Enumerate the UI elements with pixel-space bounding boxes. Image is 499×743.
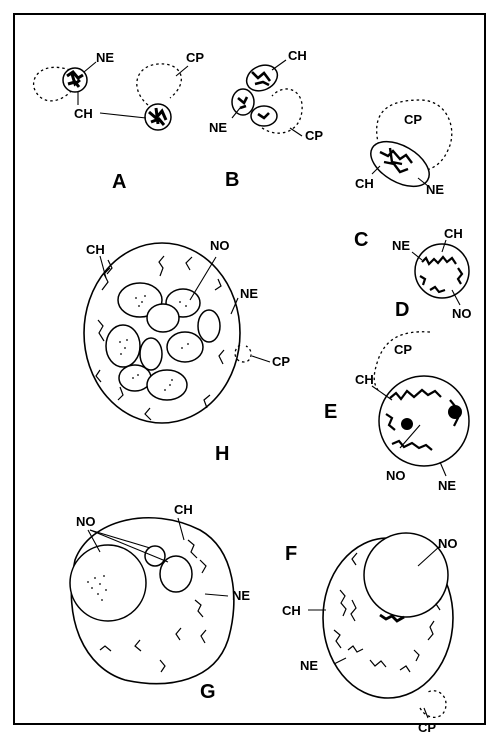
panel-g-ch-leader bbox=[178, 518, 184, 540]
panel-g-ch-label: CH bbox=[174, 502, 193, 517]
panel-d-ch-label: CH bbox=[444, 226, 463, 241]
panel-d: NE CH NO D bbox=[392, 226, 472, 321]
panel-a-ne-label: NE bbox=[96, 50, 114, 65]
panel-f: NO CH NE CP F bbox=[282, 533, 458, 735]
panel-g-letter: G bbox=[200, 681, 216, 703]
panel-e-nucleolus-1 bbox=[401, 418, 413, 430]
panel-a-cp-leader bbox=[176, 66, 188, 76]
panel-e-ne-leader bbox=[440, 462, 446, 476]
panel-b-nucleus-3 bbox=[251, 106, 277, 126]
panel-g-ne-label: NE bbox=[232, 588, 250, 603]
panel-f-cp-loop bbox=[420, 691, 446, 718]
panel-a-ne-leader bbox=[84, 62, 96, 72]
panel-b: CH NE CP B bbox=[209, 48, 323, 191]
panel-e-letter: E bbox=[324, 401, 337, 423]
panel-g-ne-leader bbox=[205, 594, 228, 596]
panel-g-nucleolus-3 bbox=[160, 556, 192, 592]
panel-a-ch-leader-2 bbox=[100, 113, 146, 118]
panel-e-ne-label: NE bbox=[438, 478, 456, 493]
panel-f-nucleolus bbox=[364, 533, 448, 617]
panel-f-ne-leader bbox=[334, 658, 346, 664]
panel-h-cp-leader bbox=[252, 356, 270, 362]
panel-c-cp-label: CP bbox=[404, 112, 422, 127]
panel-c-ch-label: CH bbox=[355, 176, 374, 191]
panel-c-letter: C bbox=[354, 229, 368, 251]
panel-e-nucleolus-2 bbox=[448, 405, 462, 419]
panel-f-letter: F bbox=[285, 543, 297, 565]
panel-d-letter: D bbox=[395, 299, 409, 321]
panel-h-nucleolus-4 bbox=[147, 304, 179, 332]
panel-a-ch-label: CH bbox=[74, 106, 93, 121]
panel-b-ne-label: NE bbox=[209, 120, 227, 135]
panel-a-cp-loop-2 bbox=[137, 64, 182, 105]
panel-g-nucleolus-2 bbox=[145, 546, 165, 566]
panel-a-cp-label: CP bbox=[186, 50, 204, 65]
panel-h-nucleolus-8 bbox=[198, 310, 220, 342]
panel-e-ch-label: CH bbox=[355, 372, 374, 387]
panel-f-no-label: NO bbox=[438, 536, 458, 551]
panel-f-cp-label: CP bbox=[418, 720, 436, 735]
panel-c-ne-label: NE bbox=[426, 182, 444, 197]
panel-h-nucleolus-9 bbox=[140, 338, 162, 370]
panel-f-ch-label: CH bbox=[282, 603, 301, 618]
panel-a-letter: A bbox=[112, 171, 126, 193]
panel-g-no-leader-2 bbox=[90, 530, 150, 548]
panel-d-no-label: NO bbox=[452, 306, 472, 321]
panel-b-cp-label: CP bbox=[305, 128, 323, 143]
panel-b-letter: B bbox=[225, 169, 239, 191]
panel-h-cp-label: CP bbox=[272, 354, 290, 369]
panel-g-nucleolus-1 bbox=[70, 545, 146, 621]
panel-h-no-leader bbox=[190, 257, 216, 300]
panel-g: NO CH NE G bbox=[70, 502, 250, 703]
panel-h-ch-label: CH bbox=[86, 242, 105, 257]
panel-b-ch-label: CH bbox=[288, 48, 307, 63]
panel-h-nucleolus-7 bbox=[147, 370, 187, 400]
panel-e-no-label: NO bbox=[386, 468, 406, 483]
panel-c: CP CH NE C bbox=[354, 100, 452, 251]
panel-h-letter: H bbox=[215, 443, 229, 465]
panel-g-no-label: NO bbox=[76, 514, 96, 529]
panel-e: CP CH NO NE E bbox=[324, 332, 469, 493]
panel-b-ch-leader bbox=[272, 60, 286, 70]
panel-h-no-label: NO bbox=[210, 238, 230, 253]
panel-h: CH NO NE CP H bbox=[84, 238, 290, 465]
panel-b-cp-leader bbox=[290, 128, 302, 136]
panel-d-ne-label: NE bbox=[392, 238, 410, 253]
panel-a: NE CH CP A bbox=[34, 50, 205, 193]
panel-f-ne-label: NE bbox=[300, 658, 318, 673]
panel-e-cp-label: CP bbox=[394, 342, 412, 357]
panel-h-nucleolus-3 bbox=[106, 325, 140, 367]
panel-h-nucleolus-5 bbox=[167, 332, 203, 362]
panel-h-ne-label: NE bbox=[240, 286, 258, 301]
